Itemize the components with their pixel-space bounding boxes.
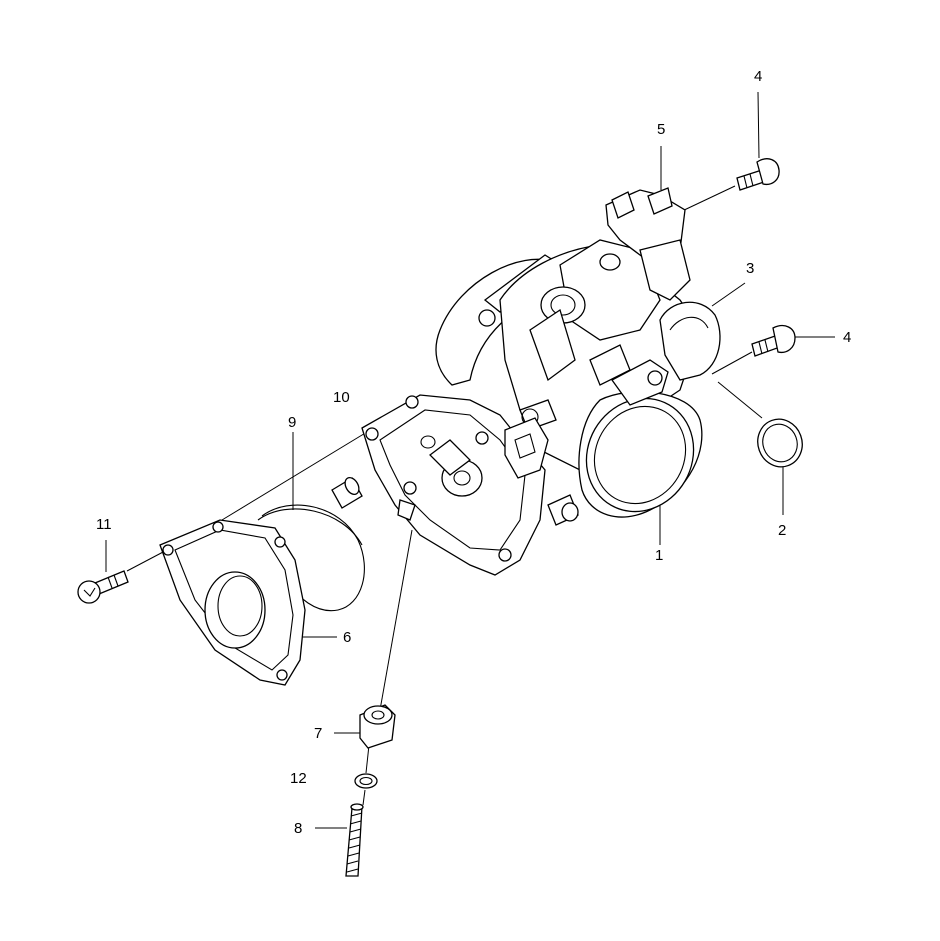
gasket-part-9 xyxy=(257,504,365,612)
o-ring-part-2 xyxy=(757,418,803,468)
cover-plate-part-6 xyxy=(159,519,306,686)
callout-10: 10 xyxy=(333,389,350,406)
leader-lines xyxy=(105,91,835,829)
callout-3: 3 xyxy=(746,260,755,277)
cover-housing-part-10 xyxy=(361,394,549,576)
callout-5: 5 xyxy=(657,121,666,138)
callout-6: 6 xyxy=(343,629,352,646)
screw-part-11 xyxy=(77,570,129,604)
callout-4-right: 4 xyxy=(843,329,852,346)
callout-7: 7 xyxy=(314,725,323,742)
small-o-ring-part-12 xyxy=(354,773,378,789)
callout-11: 11 xyxy=(96,516,112,533)
pin xyxy=(331,476,363,509)
callout-4-upper: 4 xyxy=(754,68,763,85)
screw-right-part-4 xyxy=(751,324,796,357)
callout-9: 9 xyxy=(288,414,297,431)
screw-upper-part-4 xyxy=(736,158,780,191)
adjusting-screw-part-8 xyxy=(345,803,364,877)
callout-1: 1 xyxy=(655,547,664,564)
nut-part-7 xyxy=(359,704,396,749)
callout-8: 8 xyxy=(294,820,303,837)
throttle-body-part-1 xyxy=(435,187,721,526)
callout-12: 12 xyxy=(290,770,307,787)
callout-2: 2 xyxy=(778,522,787,539)
